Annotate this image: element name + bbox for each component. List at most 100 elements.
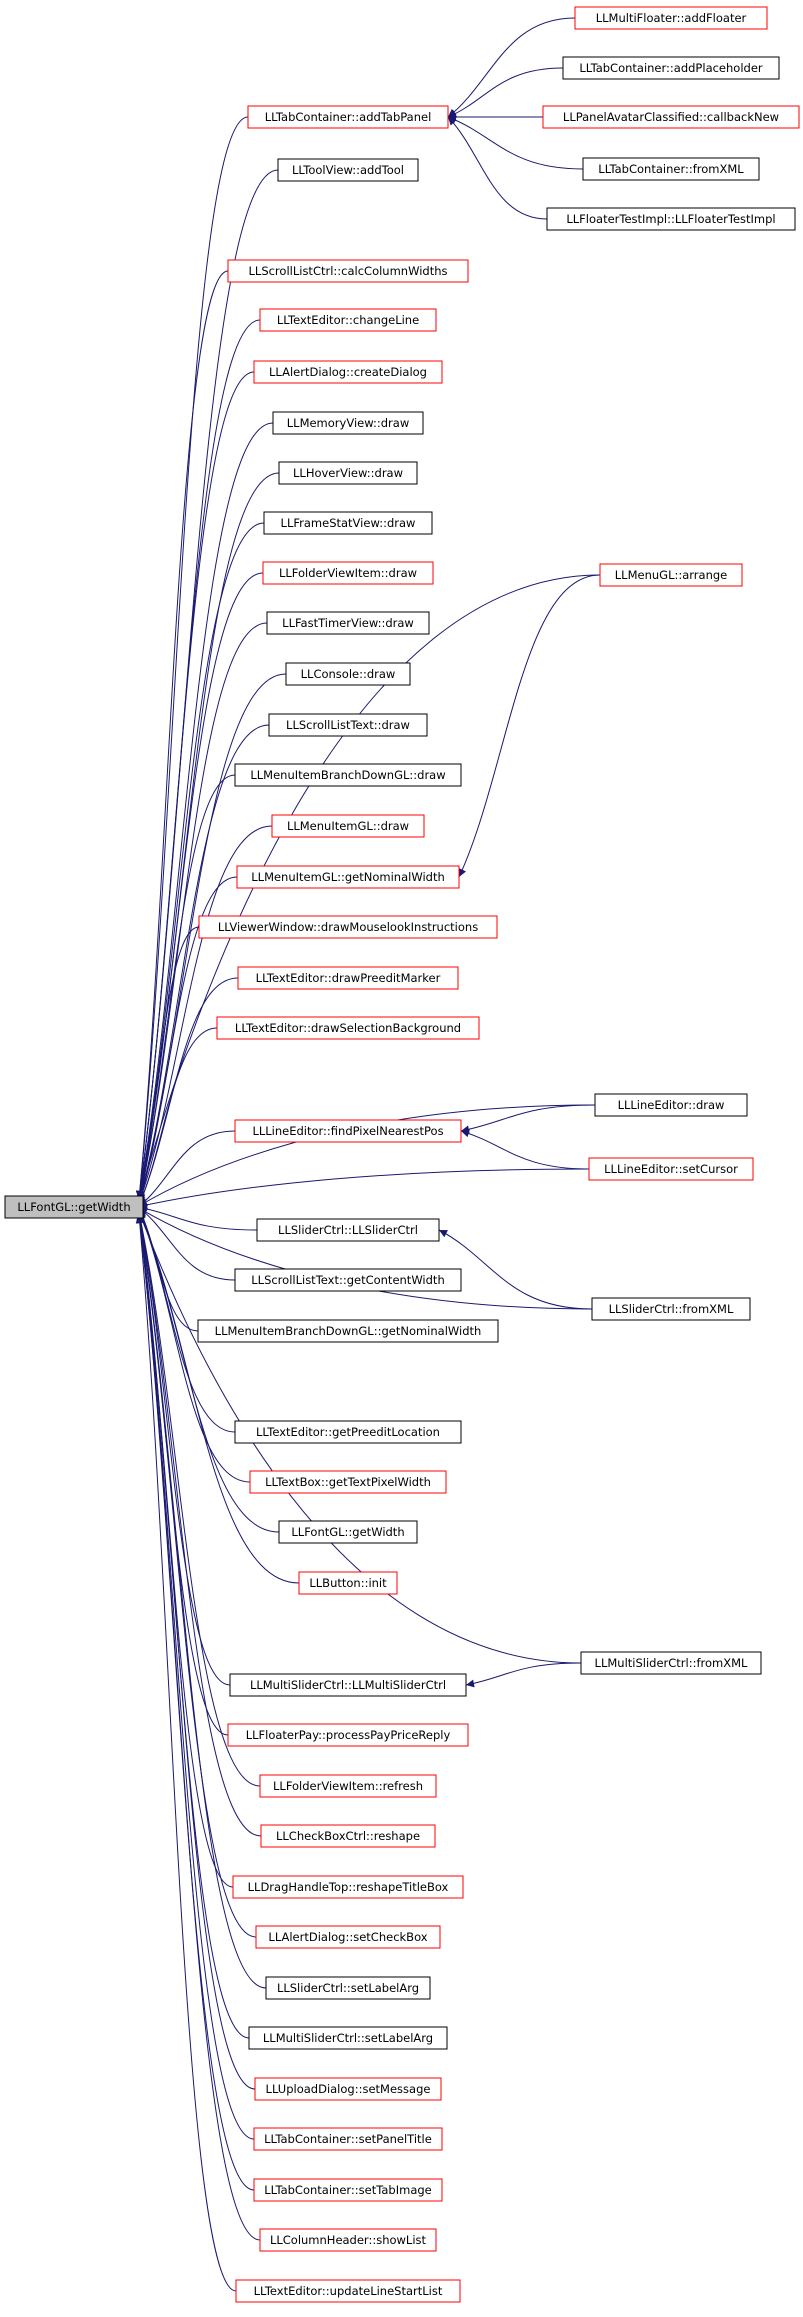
edge-cbReshape-to-root [136,1213,262,1837]
node-fviRefresh[interactable]: LLFolderViewItem::refresh [259,1774,437,1798]
node-box [247,105,449,129]
node-box [254,2077,442,2101]
node-fastDraw[interactable]: LLFastTimerView::draw [266,611,430,635]
node-box [197,1319,499,1343]
node-addTool[interactable]: LLToolView::addTool [277,158,419,182]
node-teUpdate[interactable]: LLTextEditor::updateLineStartList [235,2279,461,2303]
node-sltDraw[interactable]: LLScrollListText::draw [268,713,428,737]
edge-sltContent-to-root [138,1207,236,1281]
node-box [227,1723,469,1747]
node-box [255,1925,441,1949]
edge-lePixel-to-root [138,1130,236,1207]
node-mfAdd[interactable]: LLMultiFloater::addFloater [574,6,768,30]
node-scCtor[interactable]: LLSliderCtrl::LLSliderCtrl [256,1218,440,1242]
node-label: LLMenuItemGL::draw [287,819,409,833]
node-frameDraw[interactable]: LLFrameStatView::draw [263,511,433,535]
node-box [262,561,434,585]
edge-mscCtor-to-root [136,1211,231,1686]
node-scLabel[interactable]: LLSliderCtrl::setLabelArg [265,1976,431,2000]
node-ftCtor[interactable]: LLFloaterTestImpl::LLFloaterTestImpl [546,207,796,231]
node-leCursor[interactable]: LLLineEditor::setCursor [588,1157,754,1181]
edge-hoverDraw-to-root [136,472,280,1200]
node-label: LLMultiFloater::addFloater [596,11,747,25]
node-tcPlaceholder[interactable]: LLTabContainer::addPlaceholder [562,56,780,80]
node-mscFromXML[interactable]: LLMultiSliderCtrl::fromXML [580,1651,762,1675]
node-cbReshape[interactable]: LLCheckBoxCtrl::reshape [260,1824,436,1848]
node-label: LLTextEditor::drawSelectionBackground [235,1021,461,1035]
node-tcFromXML[interactable]: LLTabContainer::fromXML [582,157,760,181]
node-scFromXML[interactable]: LLSliderCtrl::fromXML [591,1297,751,1321]
node-paCallback[interactable]: LLPanelAvatarClassified::callbackNew [542,105,800,129]
edge-menuArrange-to-root [137,574,601,1201]
node-folderDraw[interactable]: LLFolderViewItem::draw [262,561,434,585]
node-box [253,2127,443,2151]
node-box [580,1651,762,1675]
node-changeLine[interactable]: LLTextEditor::changeLine [259,308,437,332]
node-label: LLFontGL::getWidth [291,1525,404,1539]
edge-btnInit-to-root [138,1210,300,1584]
node-box [237,966,459,990]
node-mibdDraw[interactable]: LLMenuItemBranchDownGL::draw [234,763,462,787]
node-label: LLMenuItemBranchDownGL::draw [250,768,445,782]
edge-fviRefresh-to-root [136,1212,261,1787]
node-label: LLMemoryView::draw [287,416,409,430]
node-label: LLButton::init [309,1576,387,1590]
node-migDraw[interactable]: LLMenuItemGL::draw [271,814,425,838]
node-tcImage[interactable]: LLTabContainer::setTabImage [253,2178,443,2202]
node-dhReshape[interactable]: LLDragHandleTop::reshapeTitleBox [232,1875,464,1899]
edge-memDraw-to-root [136,422,274,1200]
node-teSelBg[interactable]: LLTextEditor::drawSelectionBackground [216,1016,480,1040]
node-box [277,158,419,182]
node-tcTitle[interactable]: LLTabContainer::setPanelTitle [253,2127,443,2151]
node-memDraw[interactable]: LLMemoryView::draw [272,411,424,435]
node-vwDraw[interactable]: LLViewerWindow::drawMouselookInstruction… [198,915,498,939]
node-box [285,662,411,686]
node-menuArrange[interactable]: LLMenuGL::arrange [599,563,743,587]
edge-mfAdd-to-addTabPanel [447,17,576,118]
node-createDialog[interactable]: LLAlertDialog::createDialog [253,360,443,384]
edge-leDraw-to-lePixel [460,1104,596,1134]
node-tePreeditLoc[interactable]: LLTextEditor::getPreeditLocation [234,1420,462,1444]
node-label: LLTabContainer::setPanelTitle [264,2132,432,2146]
node-box [216,1016,480,1040]
node-tePreedit[interactable]: LLTextEditor::drawPreeditMarker [237,966,459,990]
node-adCheck[interactable]: LLAlertDialog::setCheckBox [255,1925,441,1949]
node-box [259,2228,437,2252]
node-label: LLLineEditor::setCursor [604,1162,738,1176]
node-mscCtor[interactable]: LLMultiSliderCtrl::LLMultiSliderCtrl [229,1673,467,1697]
node-root[interactable]: LLFontGL::getWidth [4,1195,144,1219]
edge-vwDraw-to-root [136,926,200,1205]
edge-scCtor-to-root [138,1204,258,1231]
edge-migNominal-to-root [137,876,238,1204]
node-label: LLHoverView::draw [293,466,403,480]
node-fpProcess[interactable]: LLFloaterPay::processPayPriceReply [227,1723,469,1747]
node-addTabPanel[interactable]: LLTabContainer::addTabPanel [247,105,449,129]
edge-menuArrange-to-migNominal [458,574,601,878]
node-box [229,1673,467,1697]
node-label: LLFontGL::getWidth [17,1200,130,1214]
node-calcColumnWidths[interactable]: LLScrollListCtrl::calcColumnWidths [227,259,469,283]
node-mscLabel[interactable]: LLMultiSliderCtrl::setLabelArg [248,2026,448,2050]
node-lePixel[interactable]: LLLineEditor::findPixelNearestPos [234,1119,462,1143]
node-consoleDraw[interactable]: LLConsole::draw [285,662,411,686]
node-leDraw[interactable]: LLLineEditor::draw [594,1093,748,1117]
node-tbPixel[interactable]: LLTextBox::getTextPixelWidth [249,1470,447,1494]
node-hoverDraw[interactable]: LLHoverView::draw [278,461,418,485]
node-sltContent[interactable]: LLScrollListText::getContentWidth [234,1268,462,1292]
node-box [278,1520,418,1544]
node-box [562,56,780,80]
node-box [265,1976,431,2000]
node-box [227,259,469,283]
node-box [249,1470,447,1494]
node-label: LLFloaterPay::processPayPriceReply [246,1728,451,1742]
node-chShow[interactable]: LLColumnHeader::showList [259,2228,437,2252]
node-migNominal[interactable]: LLMenuItemGL::getNominalWidth [236,865,460,889]
node-btnInit[interactable]: LLButton::init [298,1571,398,1595]
edge-teSelBg-to-root [138,1027,218,1206]
node-box [278,461,418,485]
node-fgWidth[interactable]: LLFontGL::getWidth [278,1520,418,1544]
node-box [234,1119,462,1143]
node-mibdNominal[interactable]: LLMenuItemBranchDownGL::getNominalWidth [197,1319,499,1343]
node-udMsg[interactable]: LLUploadDialog::setMessage [254,2077,442,2101]
node-box [259,1774,437,1798]
